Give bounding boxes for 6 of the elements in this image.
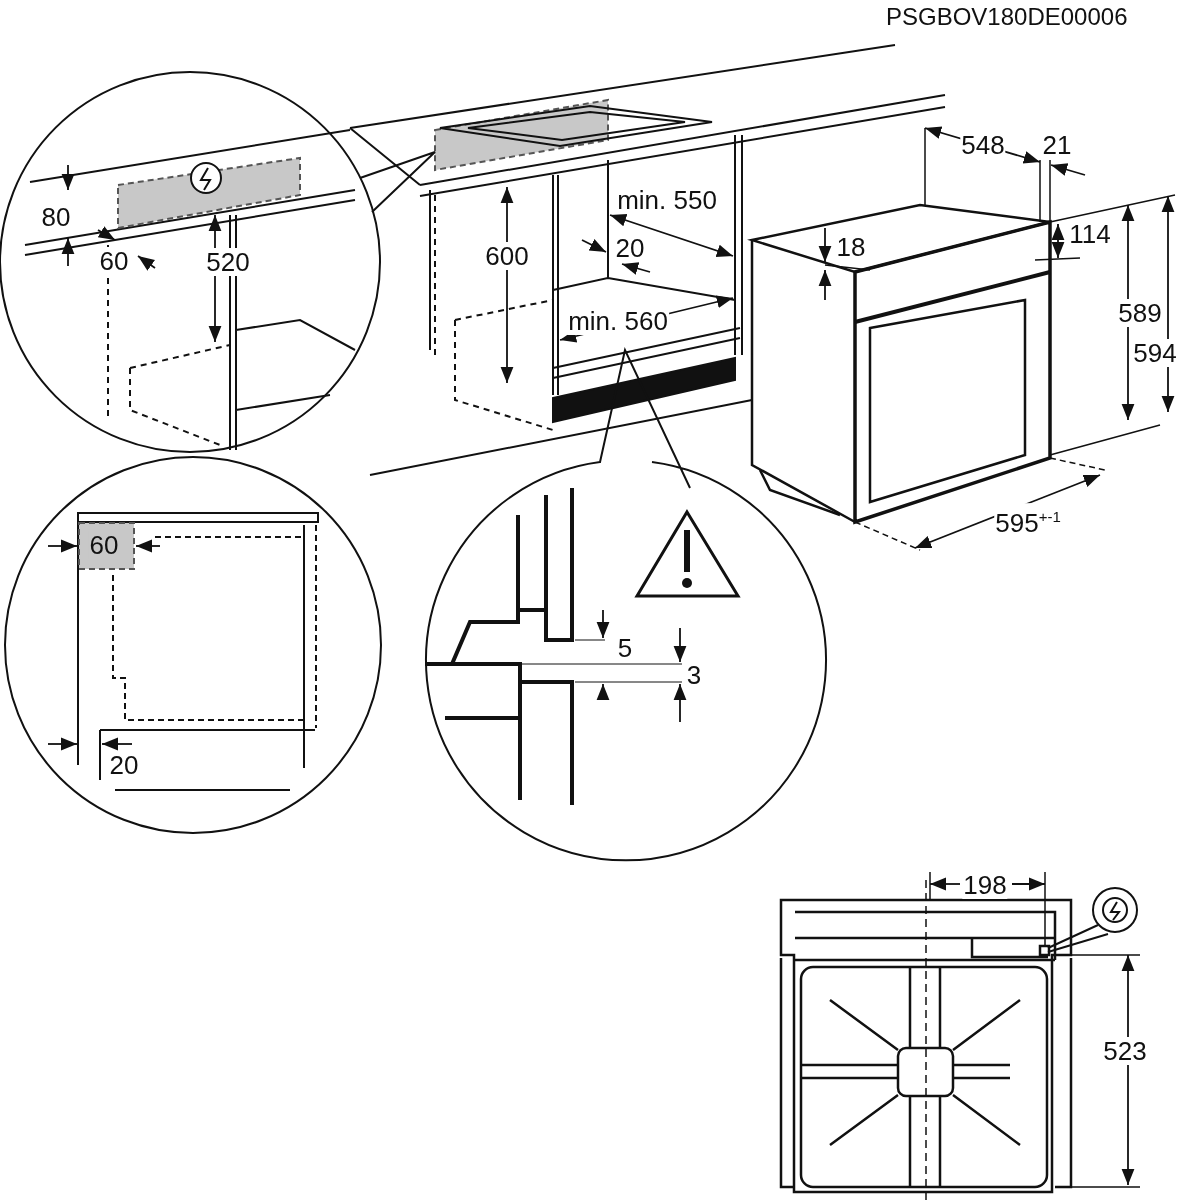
- dimension-label: 520: [205, 248, 251, 276]
- dimension-label: 60: [98, 247, 130, 275]
- dimension-label: 523: [1102, 1037, 1148, 1065]
- dimension-label: 589: [1117, 299, 1163, 327]
- dimension-label: 594: [1132, 339, 1178, 367]
- dimension-label: 600: [484, 242, 530, 270]
